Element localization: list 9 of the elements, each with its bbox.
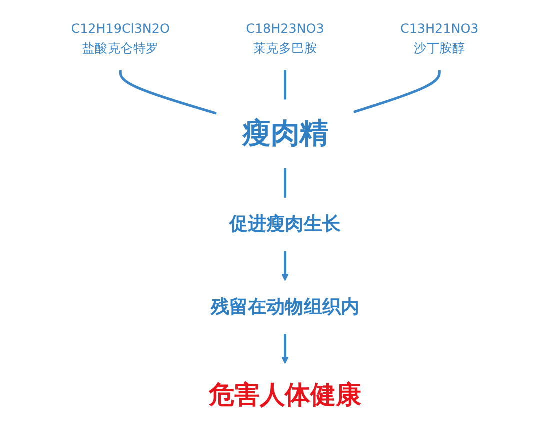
connector bbox=[119, 70, 218, 115]
node-text: C18H23NO3 莱克多巴胺 bbox=[246, 21, 324, 56]
connector bbox=[353, 70, 441, 114]
arrow bbox=[282, 334, 289, 364]
node-text: C12H19Cl3N2O 盐酸克仑特罗 bbox=[71, 21, 170, 56]
connector bbox=[284, 168, 286, 198]
node-text: C13H21NO3 沙丁胺醇 bbox=[400, 21, 479, 56]
connector bbox=[284, 70, 286, 100]
arrow bbox=[282, 251, 289, 282]
